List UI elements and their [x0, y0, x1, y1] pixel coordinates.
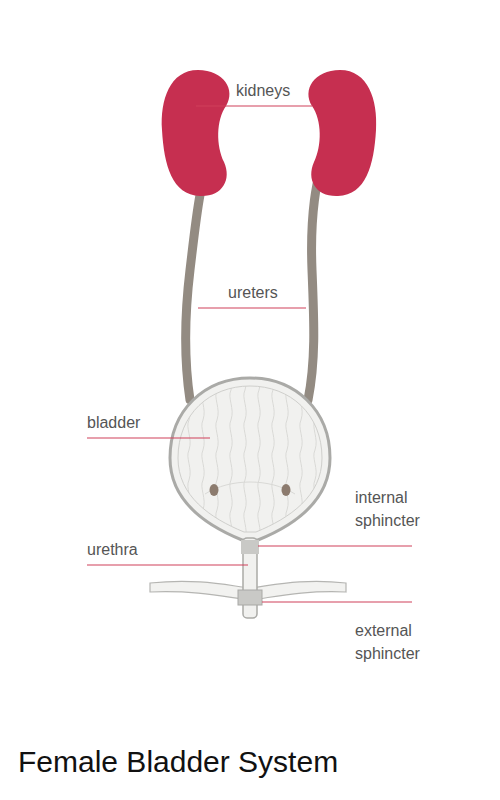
kidney	[162, 70, 230, 196]
bladder-label: bladder	[87, 411, 140, 434]
urethra-label: urethra	[87, 538, 138, 561]
bladder-wall	[170, 378, 330, 540]
external-sphincter	[238, 590, 262, 605]
external-sphincter-label: external sphincter	[355, 619, 437, 665]
kidneys-label: kidneys	[236, 79, 290, 102]
caption: Female Bladder System	[18, 745, 338, 779]
bladder-lining	[178, 386, 322, 532]
ureter-opening	[210, 484, 219, 496]
ureters-label: ureters	[228, 281, 278, 304]
ureter-opening	[282, 484, 291, 496]
internal-sphincter	[241, 540, 259, 554]
kidney	[308, 70, 376, 196]
internal-sphincter-label: internal sphincter	[355, 486, 437, 532]
